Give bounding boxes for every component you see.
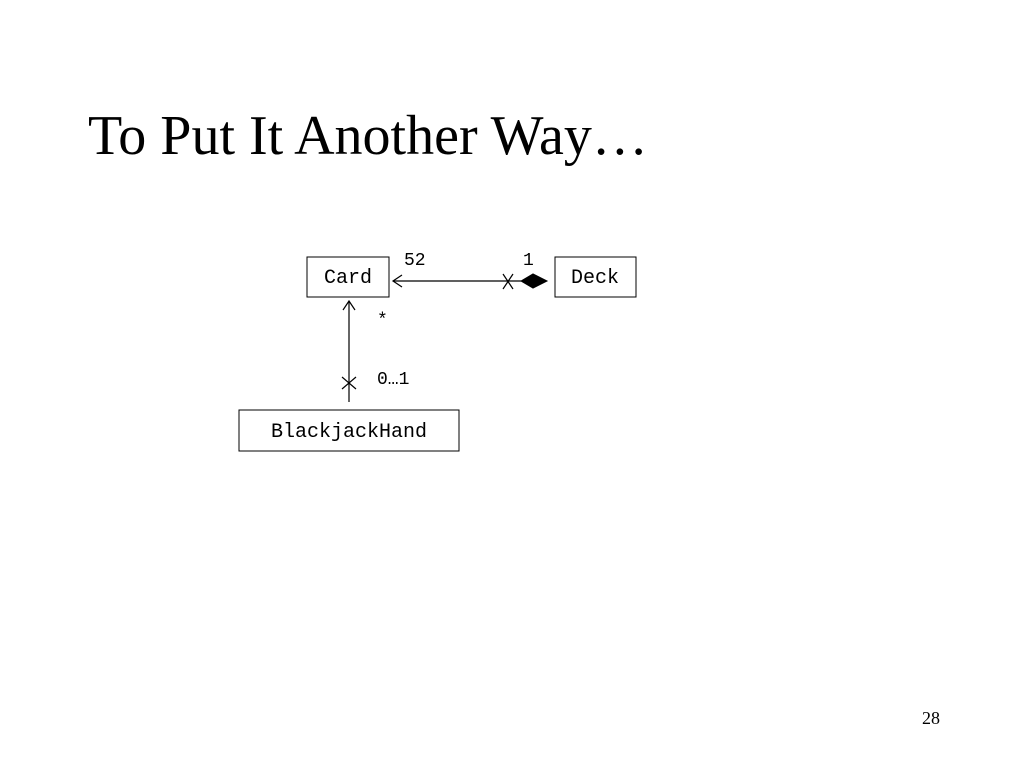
class-card: Card (306, 256, 390, 298)
multiplicity-deck-end: 1 (523, 251, 534, 271)
class-deck-label: Deck (571, 267, 619, 290)
multiplicity-card-end: 52 (404, 251, 426, 271)
composition-diamond-icon (520, 273, 549, 289)
association-deck-card: 52 1 (391, 251, 549, 290)
class-deck-box (554, 256, 637, 298)
class-card-label: Card (324, 267, 372, 290)
navigability-arrow-icon (391, 274, 403, 288)
class-blackjack-hand-box (238, 409, 460, 452)
non-navigable-cross-icon (341, 376, 357, 390)
class-blackjack-hand: BlackjackHand (238, 409, 460, 452)
association-hand-card: * 0…1 (341, 299, 409, 402)
slide-title: To Put It Another Way… (88, 105, 648, 167)
non-navigable-cross-icon (502, 273, 514, 290)
navigability-arrow-icon (342, 299, 356, 311)
class-deck: Deck (554, 256, 637, 298)
slide-number: 28 (922, 708, 940, 728)
multiplicity-card-end: * (377, 311, 388, 331)
class-card-box (306, 256, 390, 298)
class-blackjack-hand-label: BlackjackHand (271, 421, 427, 444)
multiplicity-hand-end: 0…1 (377, 370, 409, 390)
